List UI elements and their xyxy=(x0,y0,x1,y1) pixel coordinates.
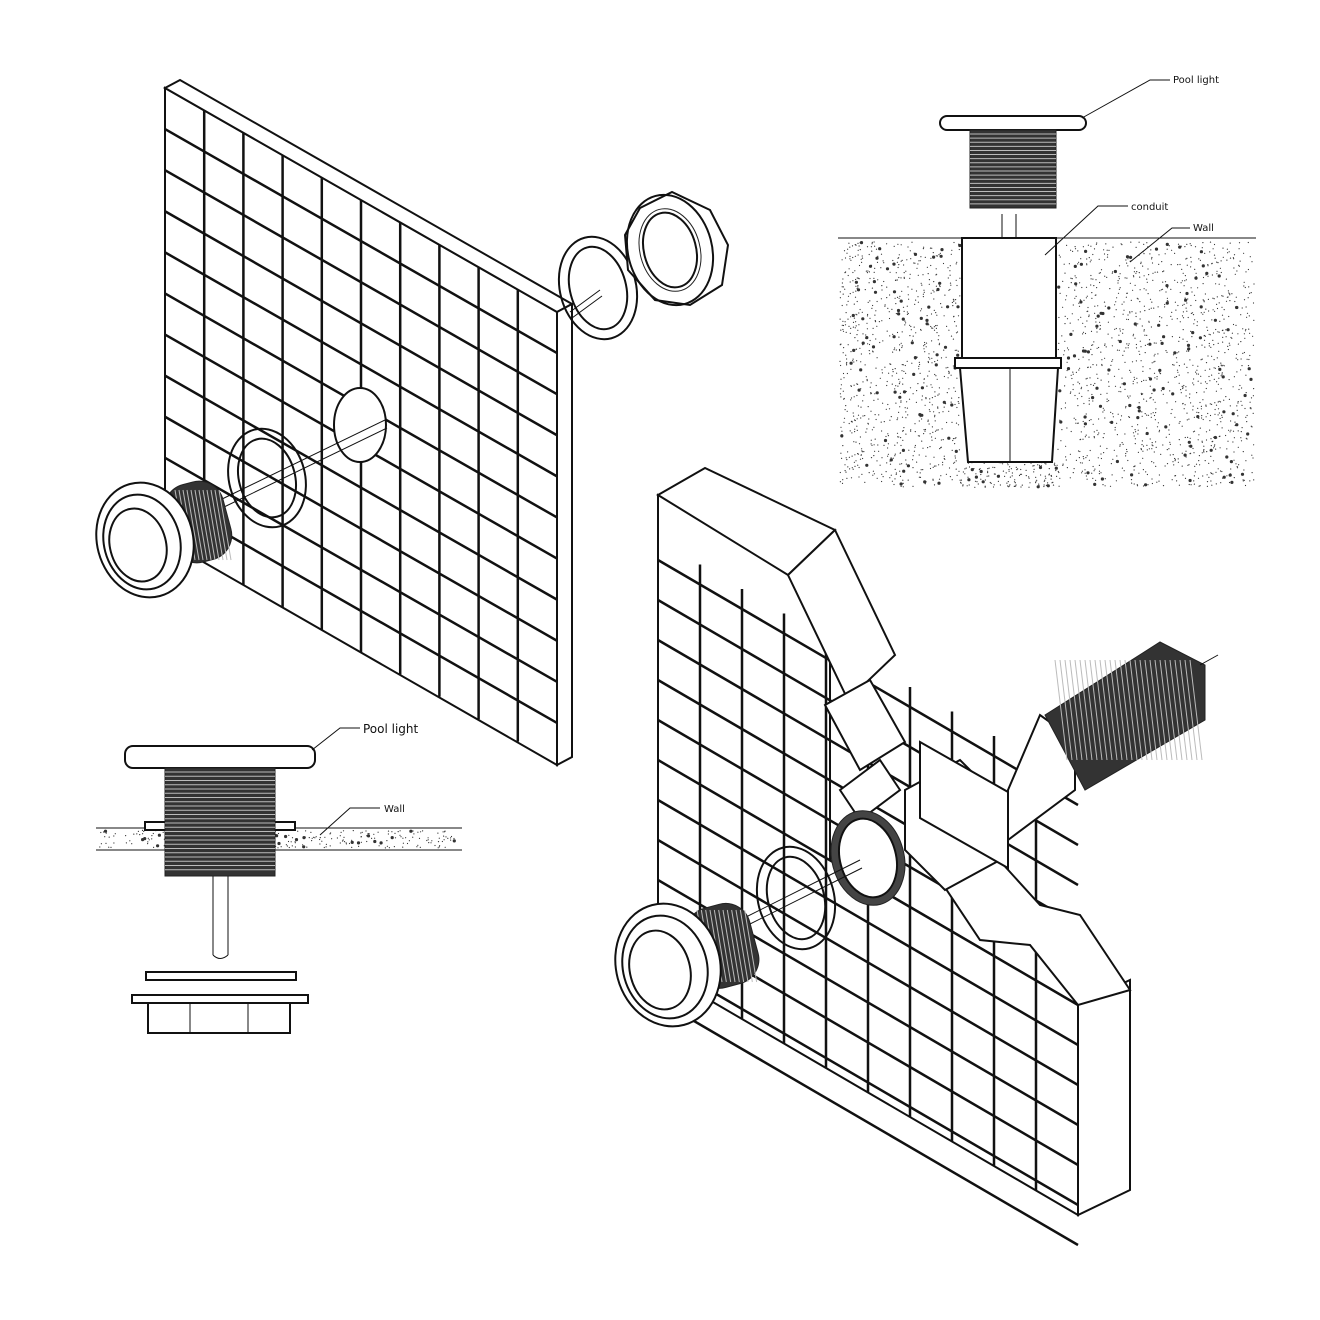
right-conduit-hose-thread xyxy=(1054,659,1203,761)
left-gasket-ring xyxy=(227,427,307,529)
left-section-pool-light-thread xyxy=(165,771,275,871)
left-tiled-wall xyxy=(162,78,575,767)
right-conduit-pipe xyxy=(830,641,1219,906)
conduit xyxy=(961,237,1057,359)
top-ground-stipple xyxy=(839,241,1255,489)
left-wall-hole xyxy=(333,387,387,463)
right-pool-light xyxy=(614,902,760,1028)
left-section: Pool light Wall xyxy=(96,722,462,1034)
left-pool-light xyxy=(95,480,233,599)
top-pool-light xyxy=(939,115,1087,209)
right-gasket-ring xyxy=(755,845,837,951)
top-conduit-label: conduit xyxy=(1131,202,1168,213)
top-right-section: Pool light conduit Wall xyxy=(838,75,1256,490)
top-wall-label: Wall xyxy=(1193,223,1214,234)
top-pool-light-thread xyxy=(970,133,1056,205)
right-tiled-wall xyxy=(656,466,1132,1247)
left-back-nut xyxy=(623,190,730,307)
left-wall-label: Wall xyxy=(384,804,405,815)
top-pool-light-label: Pool light xyxy=(1173,75,1219,86)
left-section-wall xyxy=(96,828,462,850)
left-pool-light-label: Pool light xyxy=(363,722,419,736)
